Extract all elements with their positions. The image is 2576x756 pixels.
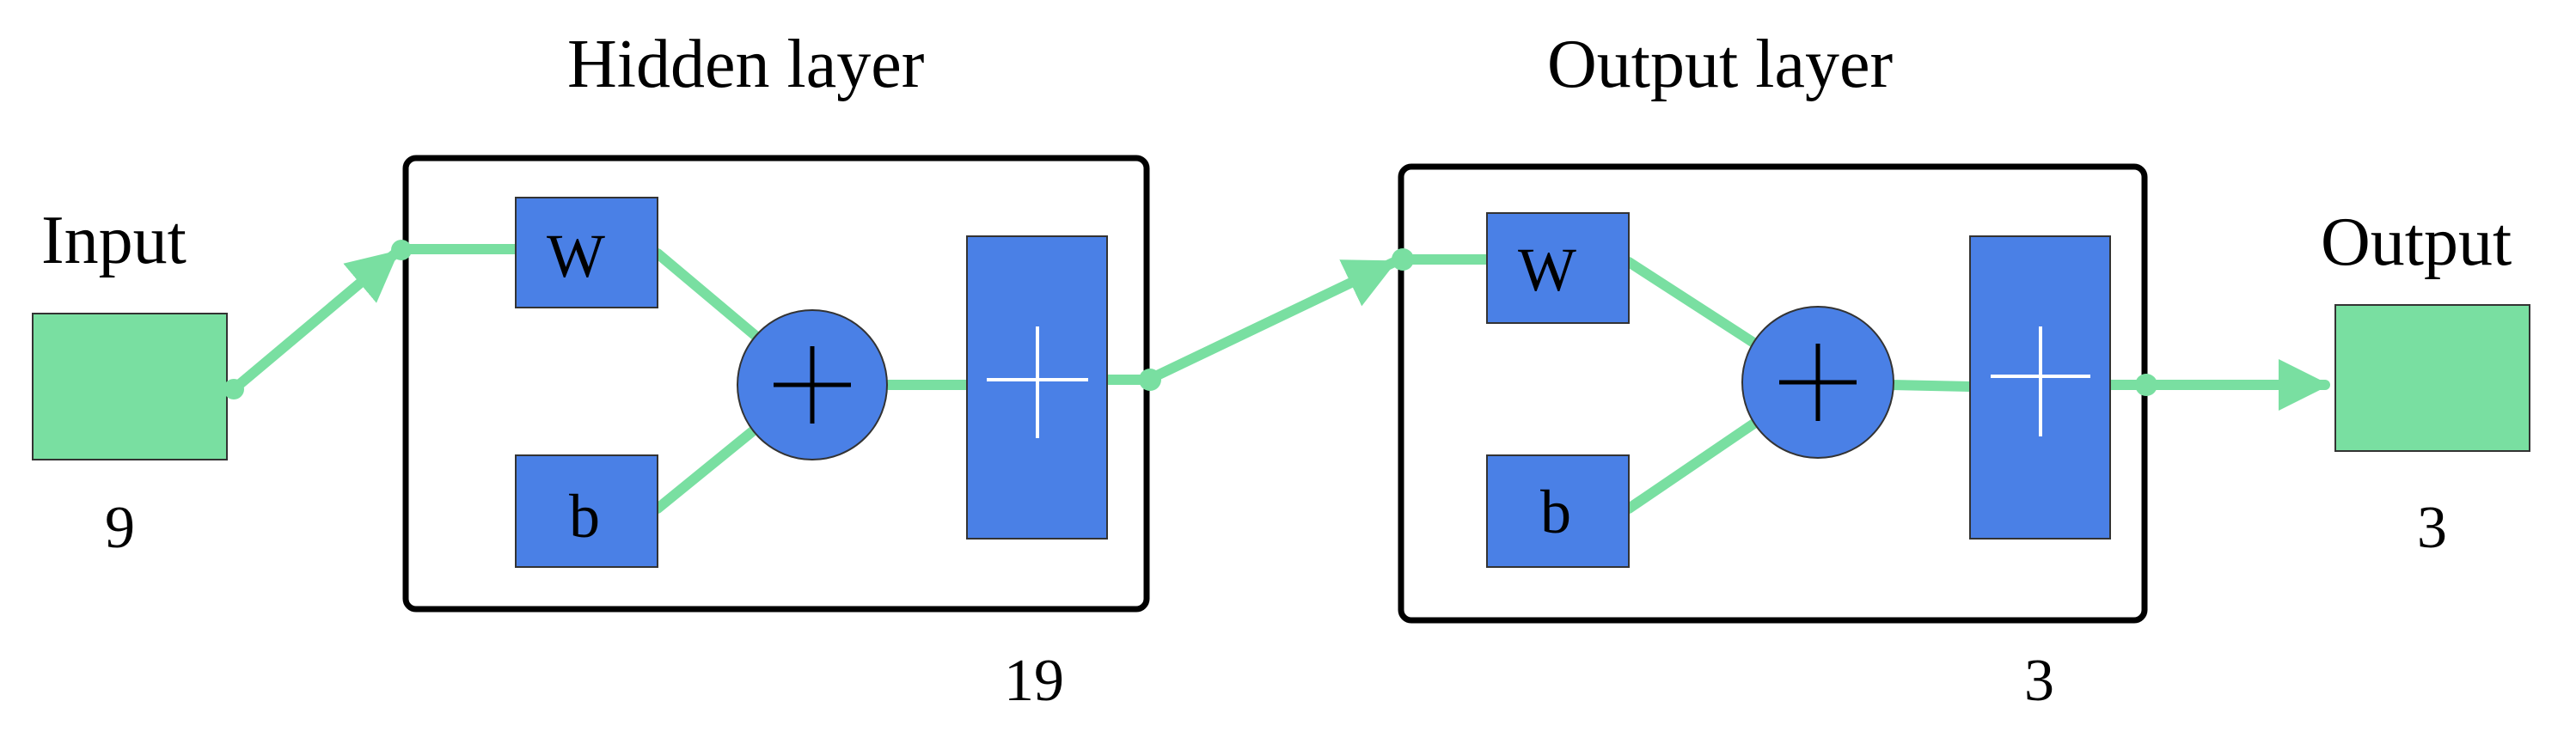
- hidden-weight-block: [515, 197, 658, 308]
- connector-output-bias-to-sum: [1624, 416, 1763, 514]
- input-size: 9: [105, 495, 135, 561]
- output-weight-label: W: [1518, 235, 1576, 304]
- output-layer-title: Output layer: [1547, 27, 1894, 102]
- connector-hidden-weight-to-sum: [652, 248, 760, 340]
- junction-dot: [2135, 374, 2157, 396]
- hidden-weight-label: W: [547, 222, 605, 290]
- hidden-bias-label: b: [569, 482, 600, 551]
- junction-dot: [1139, 369, 1161, 391]
- output-weight-block: [1486, 212, 1630, 324]
- connector-hidden-bias-to-sum: [652, 424, 760, 514]
- connector-input-to-hidden: [229, 248, 401, 394]
- output-bias-block: [1486, 454, 1630, 568]
- hidden-bias-block: [515, 454, 658, 568]
- output-size: 3: [2417, 495, 2447, 561]
- input-label: Input: [41, 203, 187, 278]
- output-label: Output: [2321, 204, 2512, 280]
- junction-dot: [223, 379, 244, 399]
- hidden-layer-size: 19: [1004, 648, 1064, 714]
- junction-dot: [1392, 248, 1414, 271]
- hidden-layer-title: Hidden layer: [567, 27, 925, 102]
- input-box: [32, 313, 228, 460]
- output-layer-size: 3: [2024, 648, 2054, 714]
- junction-dot: [391, 240, 412, 260]
- connector-hidden-to-output-layer: [1147, 258, 1398, 383]
- connector-output-sum-to-transfer: [1886, 380, 1975, 392]
- output-box: [2334, 304, 2530, 452]
- connector-output-weight-to-sum: [1624, 257, 1763, 351]
- output-bias-label: b: [1540, 478, 1571, 546]
